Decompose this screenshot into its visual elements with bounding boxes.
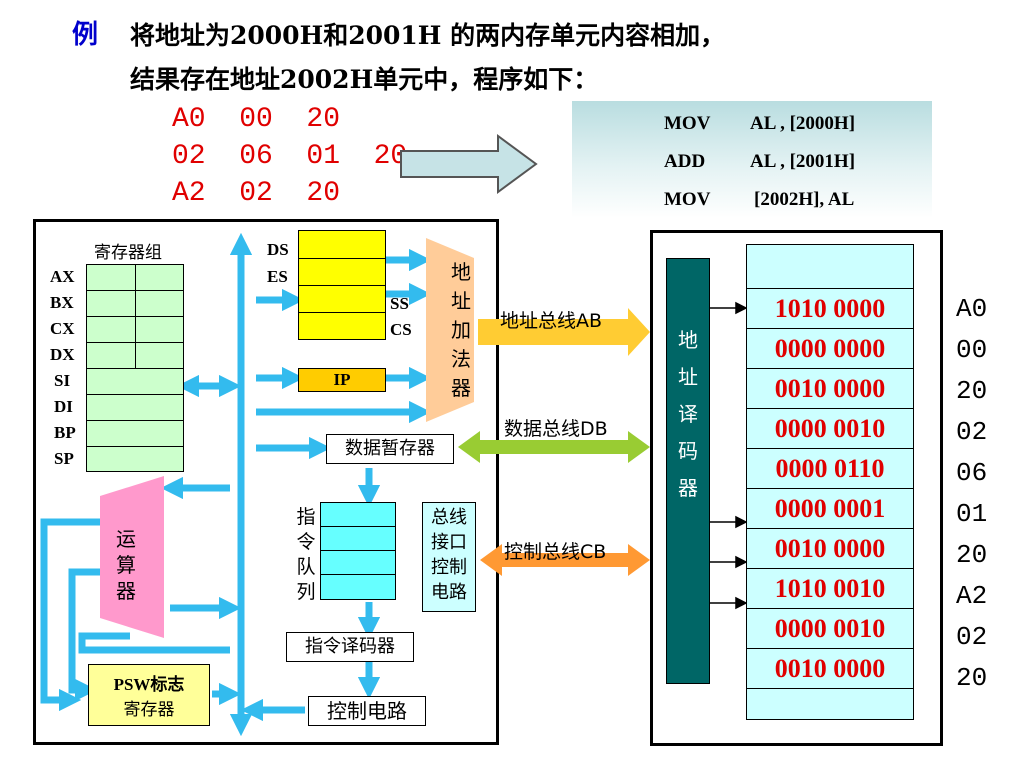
psw-register: PSW标志 寄存器: [88, 664, 210, 726]
program-op: ADD: [664, 151, 706, 172]
memory-hex-value: 06: [956, 458, 988, 488]
address-bus-label: 地址总线AB: [500, 310, 603, 332]
memory-cell: 0000 0001: [746, 488, 914, 529]
memory-hex-value: A2: [956, 581, 988, 611]
machine-code-line: A0 00 20: [172, 104, 341, 135]
register-label: AX: [50, 267, 75, 286]
register-label: SI: [54, 371, 71, 390]
data-bus-label: 数据总线DB: [504, 418, 608, 440]
instruction-queue-label: 指令队列: [296, 506, 316, 603]
register-label: BX: [50, 293, 74, 312]
program-op: MOV: [664, 113, 711, 134]
psw-label-line1: PSW标志: [113, 675, 185, 694]
ip-register: IP: [298, 368, 386, 392]
memory-hex-value: 20: [956, 540, 988, 570]
memory-cell: 0000 0110: [746, 448, 914, 489]
memory-hex-value: 00: [956, 335, 988, 365]
segment-label-cs: CS: [390, 320, 412, 339]
memory-cell: 0000 0010: [746, 608, 914, 649]
control-bus-label: 控制总线CB: [504, 541, 607, 563]
segment-label-ds: DS: [267, 240, 289, 259]
memory-cell: 1010 0010: [746, 568, 914, 609]
program-args: AL , [2001H]: [750, 151, 856, 172]
register-label: CX: [50, 319, 75, 338]
address-decoder-label: 地址译码器: [678, 328, 698, 500]
address-adder-shape: [426, 238, 474, 422]
register-label: BP: [54, 423, 76, 442]
control-bus-arrow: [480, 544, 650, 576]
segment-label-ss: SS: [390, 294, 409, 313]
memory-cell: 0010 0000: [746, 648, 914, 689]
control-circuit: 控制电路: [308, 696, 426, 726]
machine-code-line: 02 06 01 20: [172, 141, 408, 172]
memory-cell: 0000 0000: [746, 328, 914, 369]
alu-shape: [100, 476, 164, 638]
memory-cell: 0010 0000: [746, 528, 914, 569]
memory-hex-value: 02: [956, 417, 988, 447]
program-op: MOV: [664, 189, 711, 210]
data-bus-arrow: [458, 431, 650, 463]
register-label: DI: [54, 397, 73, 416]
memory-cell-empty: [746, 244, 914, 289]
segment-label-es: ES: [267, 267, 288, 286]
memory-cell: 0000 0010: [746, 408, 914, 449]
program-args: [2002H], AL: [754, 189, 855, 210]
memory-hex-value: 02: [956, 622, 988, 652]
address-decoder: [666, 258, 710, 684]
psw-label-line2: 寄存器: [123, 700, 175, 720]
address-adder-label: 地址加法器: [451, 260, 471, 400]
bus-interface-control: 总线接口控制电路: [422, 502, 476, 612]
problem-statement-line2: 结果存在地址2002H单元中，程序如下：: [130, 65, 599, 94]
example-mark: 例: [72, 20, 99, 50]
instruction-decoder: 指令译码器: [286, 632, 414, 662]
register-label: SP: [54, 449, 74, 468]
program-args: AL , [2000H]: [750, 113, 856, 134]
register-group-label: 寄存器组: [94, 243, 162, 263]
memory-hex-value: 20: [956, 376, 988, 406]
register-label: DX: [50, 345, 75, 364]
memory-cell-empty: [746, 688, 914, 720]
data-temp-register: 数据暂存器: [326, 434, 454, 464]
segment-registers: [298, 230, 386, 340]
translate-arrow-icon: [400, 134, 538, 194]
machine-code-line: A2 02 20: [172, 178, 341, 209]
memory-cell: 0010 0000: [746, 368, 914, 409]
memory-hex-value: A0: [956, 294, 988, 324]
memory-cell: 1010 0000: [746, 288, 914, 329]
problem-statement-line1: 将地址为2000H和2001H 的两内存单元内容相加，: [130, 21, 726, 50]
memory-hex-value: 01: [956, 499, 988, 529]
register-group: [86, 264, 184, 472]
assembly-program-box: MOV AL , [2000H] ADD AL , [2001H] MOV [2…: [572, 101, 932, 218]
memory-hex-value: 20: [956, 663, 988, 693]
instruction-queue: [320, 502, 396, 600]
alu-label: 运算器: [116, 527, 136, 603]
address-bus-arrow: [478, 308, 650, 356]
